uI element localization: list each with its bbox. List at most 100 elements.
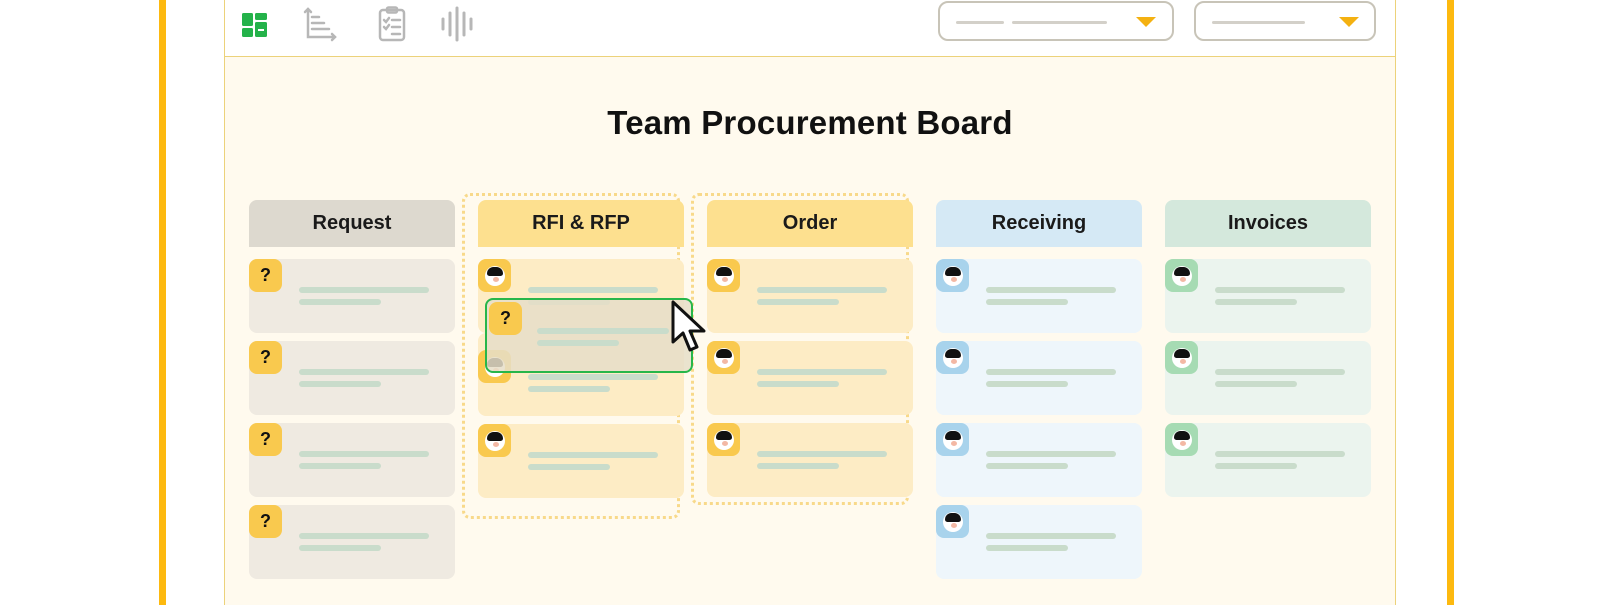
kanban-card[interactable] — [707, 341, 913, 415]
avatar — [478, 424, 511, 457]
chart-icon[interactable] — [302, 6, 338, 42]
frame-left-border — [159, 0, 166, 605]
column-request: Request ? ? ? ? — [249, 200, 455, 587]
question-badge: ? — [249, 341, 282, 374]
avatar — [707, 341, 740, 374]
card-text-line — [986, 299, 1068, 305]
avatar-face-icon — [1171, 265, 1192, 286]
clipboard-checklist-icon[interactable] — [374, 6, 410, 42]
card-text-line — [299, 533, 429, 539]
card-text-line — [986, 287, 1116, 293]
column-header[interactable]: Request — [249, 200, 455, 247]
page-title: Team Procurement Board — [607, 104, 1013, 141]
dropdown-placeholder-line — [1212, 21, 1305, 24]
card-text-line — [528, 374, 658, 380]
card-text-line — [757, 369, 887, 375]
card-text-line — [299, 287, 429, 293]
card-text-line — [1215, 287, 1345, 293]
kanban-card[interactable] — [936, 423, 1142, 497]
card-text-line — [1215, 369, 1345, 375]
card-text-line — [757, 463, 839, 469]
avatar — [478, 259, 511, 292]
board-window: Team Procurement Board Request ? ? ? ? R… — [224, 0, 1396, 605]
column-header[interactable]: Order — [707, 200, 913, 247]
avatar — [936, 341, 969, 374]
card-text-line — [537, 340, 619, 346]
card-text-line — [986, 381, 1068, 387]
avatar-face-icon — [713, 347, 734, 368]
mouse-pointer-icon — [670, 300, 710, 361]
column-header[interactable]: Receiving — [936, 200, 1142, 247]
question-badge: ? — [249, 423, 282, 456]
kanban-card[interactable] — [1165, 423, 1371, 497]
kanban-card[interactable] — [936, 259, 1142, 333]
toolbar — [225, 0, 1395, 57]
chevron-down-icon — [1339, 17, 1359, 27]
kanban-card[interactable] — [707, 259, 913, 333]
avatar-face-icon — [1171, 347, 1192, 368]
avatar-face-icon — [942, 347, 963, 368]
kanban-card[interactable] — [936, 505, 1142, 579]
avatar-face-icon — [942, 429, 963, 450]
kanban-card[interactable]: ? — [249, 259, 455, 333]
kanban-card[interactable]: ? — [249, 341, 455, 415]
kanban-card[interactable]: ? — [249, 505, 455, 579]
filter-dropdown-2[interactable] — [1194, 1, 1376, 41]
frame-right-border — [1447, 0, 1454, 605]
card-text-line — [1215, 451, 1345, 457]
avatar-face-icon — [942, 511, 963, 532]
card-text-line — [986, 463, 1068, 469]
card-text-line — [299, 545, 381, 551]
card-text-line — [1215, 299, 1297, 305]
kanban-card[interactable] — [1165, 341, 1371, 415]
avatar-face-icon — [1171, 429, 1192, 450]
card-text-line — [1215, 381, 1297, 387]
filter-dropdown-1[interactable] — [938, 1, 1174, 41]
dropdown-placeholder-line — [1012, 21, 1107, 24]
kanban-card[interactable] — [1165, 259, 1371, 333]
avatar — [707, 259, 740, 292]
card-text-line — [299, 381, 381, 387]
avatar — [1165, 341, 1198, 374]
avatar-face-icon — [713, 265, 734, 286]
card-text-line — [299, 463, 381, 469]
avatar — [707, 423, 740, 456]
card-text-line — [757, 299, 839, 305]
card-text-line — [528, 386, 610, 392]
board-icon[interactable] — [237, 6, 273, 42]
column-invoices: Invoices — [1165, 200, 1371, 505]
avatar — [1165, 259, 1198, 292]
avatar — [936, 259, 969, 292]
avatar-face-icon — [484, 265, 505, 286]
dropdown-placeholder-line — [956, 21, 1004, 24]
question-badge: ? — [249, 259, 282, 292]
column-header[interactable]: RFI & RFP — [478, 200, 684, 247]
dragged-card[interactable]: ? — [485, 298, 693, 373]
card-text-line — [757, 287, 887, 293]
avatar — [936, 505, 969, 538]
kanban-card[interactable] — [707, 423, 913, 497]
card-text-line — [986, 545, 1068, 551]
kanban-card[interactable]: ? — [249, 423, 455, 497]
card-text-line — [528, 287, 658, 293]
card-text-line — [299, 451, 429, 457]
card-text-line — [537, 328, 669, 334]
card-text-line — [299, 369, 429, 375]
avatar — [936, 423, 969, 456]
card-text-line — [757, 381, 839, 387]
audio-wave-icon[interactable] — [439, 6, 475, 42]
column-header[interactable]: Invoices — [1165, 200, 1371, 247]
card-text-line — [528, 452, 658, 458]
kanban-card[interactable] — [478, 424, 684, 498]
question-badge: ? — [249, 505, 282, 538]
avatar-face-icon — [484, 430, 505, 451]
chevron-down-icon — [1136, 17, 1156, 27]
card-text-line — [1215, 463, 1297, 469]
column-receiving: Receiving — [936, 200, 1142, 587]
avatar-face-icon — [713, 429, 734, 450]
card-text-line — [757, 451, 887, 457]
column-order: Order — [707, 200, 913, 505]
avatar — [1165, 423, 1198, 456]
kanban-card[interactable] — [936, 341, 1142, 415]
card-text-line — [299, 299, 381, 305]
